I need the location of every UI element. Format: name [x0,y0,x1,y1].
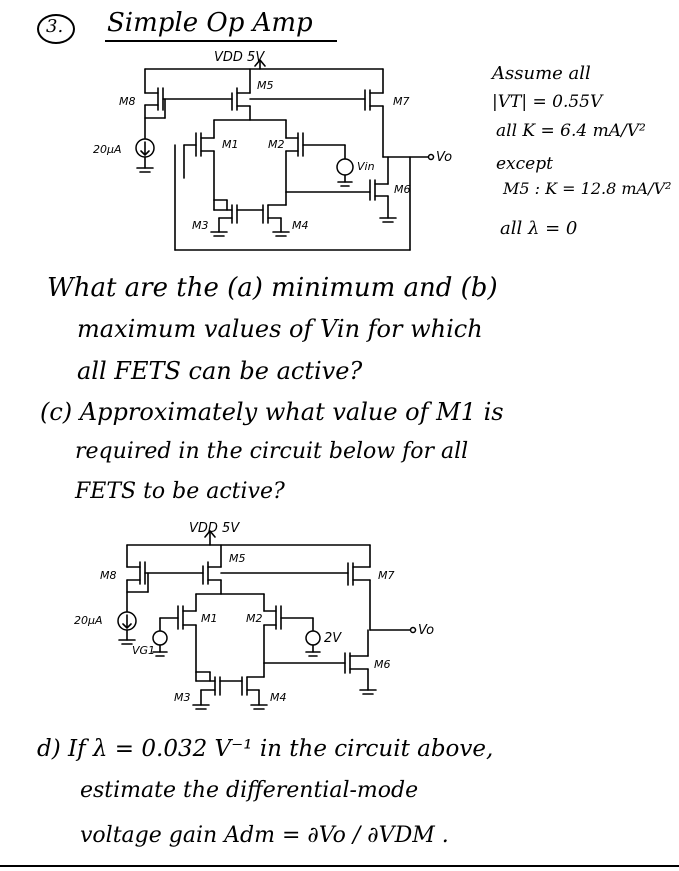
question-ab-line-2: maximum values of Vin for which [77,315,483,343]
m7-label: M7 [393,95,410,108]
assumption-line-2: |VT| = 0.55V [492,92,603,112]
vdd-label: VDD 5V [214,50,265,65]
question-d-line-2: estimate the differential-mode [80,778,419,803]
m4-label: M4 [292,219,309,232]
assumption-line-3: all K = 6.4 mA/V² [496,121,646,141]
m6-label-2: M6 [374,658,391,671]
assumption-line-5: M5 : K = 12.8 mA/V² [503,179,672,198]
vg1-label: VG1 [132,644,156,657]
question-c-line-3: FETS to be active? [75,479,285,504]
vdd-label-2: VDD 5V [189,521,240,536]
m1-label: M1 [222,138,239,151]
question-c-line-2: required in the circuit below for all [75,439,469,464]
vin-label: Vin [357,160,375,173]
m8-label-2: M8 [100,569,117,582]
question-ab-line-1: What are the (a) minimum and (b) [47,273,498,303]
current-source-label: 20µA [93,143,122,156]
problem-number-circle [37,14,75,44]
m2-label-2: M2 [246,612,263,625]
v2-label: 2V [324,631,342,646]
question-d-line-3: voltage gain Adm = ∂Vo / ∂VDM . [80,823,449,848]
m3-label-2: M3 [174,691,191,704]
question-c-line-1: (c) Approximately what value of M1 is [40,398,504,426]
problem-title: Simple Op Amp [107,8,313,38]
assumption-line-4: except [496,154,553,174]
title-underline [105,40,337,42]
m8-label: M8 [119,95,136,108]
question-d-line-1: d) If λ = 0.032 V⁻¹ in the circuit above… [37,736,494,762]
m5-label: M5 [257,79,274,92]
m1-label-2: M1 [201,612,218,625]
m3-label: M3 [192,219,209,232]
m4-label-2: M4 [270,691,287,704]
vo-label: Vo [436,150,453,165]
question-ab-line-3: all FETS can be active? [77,357,363,385]
m5-label-2: M5 [229,552,246,565]
vo-label-2: Vo [418,623,435,638]
m7-label-2: M7 [378,569,395,582]
current-source-label-2: 20µA [74,614,103,627]
assumption-line-6: all λ = 0 [500,218,578,239]
bottom-rule [0,865,679,867]
problem-number: 3. [46,16,64,37]
m2-label: M2 [268,138,285,151]
m6-label: M6 [394,183,411,196]
assumption-line-1: Assume all [492,63,591,84]
